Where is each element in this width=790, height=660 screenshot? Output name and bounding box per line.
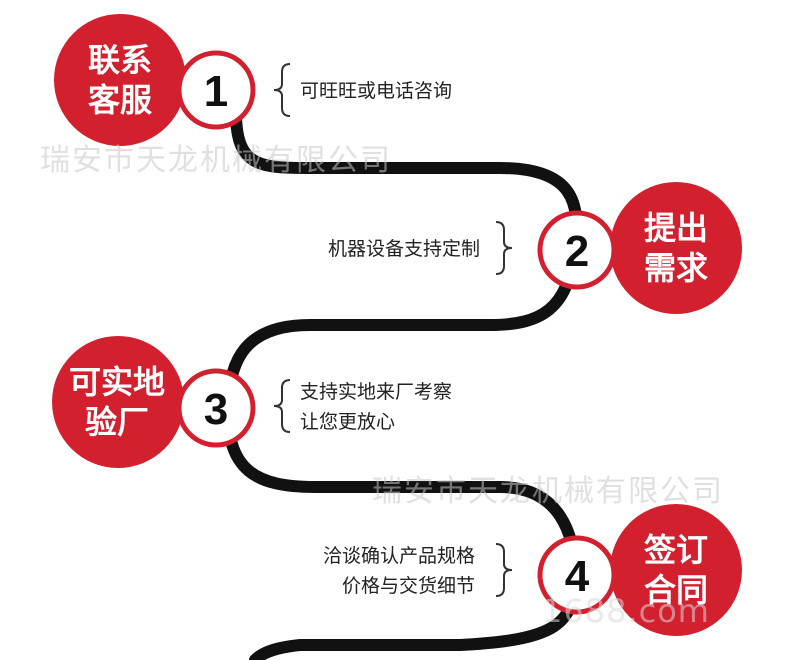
step-4-title-line2: 合同 — [643, 571, 708, 609]
step-3: 3 — [52, 336, 291, 468]
step-4-number: 4 — [565, 552, 590, 601]
step-1: 1 — [54, 14, 291, 146]
step-3-title: 可实地 验厂 — [62, 362, 172, 442]
step-3-desc-line1: 支持实地来厂考察 — [300, 381, 453, 403]
step-4-title: 签订 合同 — [640, 530, 712, 610]
step-2-brace — [495, 221, 513, 275]
step-4-red-badge — [610, 504, 742, 636]
step-2-description: 机器设备支持定制 — [290, 234, 480, 264]
step-3-desc-line2: 让您更放心 — [300, 411, 396, 433]
step-1-description: 可旺旺或电话咨询 — [300, 76, 452, 106]
step-1-brace — [273, 63, 291, 117]
step-2-title-line1: 提出 — [643, 209, 708, 247]
step-3-description: 支持实地来厂考察 让您更放心 — [300, 377, 452, 437]
step-2-desc-line1: 机器设备支持定制 — [327, 238, 480, 260]
step-2-number-circle — [537, 210, 617, 290]
step-1-title-line2: 客服 — [87, 81, 152, 119]
step-1-number-circle — [176, 50, 256, 130]
step-4-number-circle — [537, 535, 617, 615]
step-2-number: 2 — [565, 227, 589, 276]
step-4-title-line1: 签订 — [643, 531, 708, 569]
step-1-number: 1 — [204, 67, 228, 116]
step-1-title-line1: 联系 — [87, 41, 152, 79]
step-2-red-badge — [610, 182, 742, 314]
step-3-brace — [273, 379, 291, 433]
step-4-desc-line2: 价格与交货细节 — [341, 575, 475, 597]
step-2: 2 — [495, 182, 742, 314]
step-2-title-line2: 需求 — [643, 249, 708, 287]
step-4-description: 洽谈确认产品规格 价格与交货细节 — [285, 541, 475, 601]
step-1-title: 联系 客服 — [84, 40, 156, 120]
step-3-title-line2: 验厂 — [84, 403, 149, 441]
step-3-number: 3 — [204, 385, 228, 434]
step-3-red-badge — [52, 336, 184, 468]
step-4: 4 — [495, 504, 742, 636]
step-1-red-badge — [54, 14, 186, 146]
step-2-title: 提出 需求 — [640, 208, 712, 288]
step-3-title-line1: 可实地 — [68, 363, 165, 401]
step-4-desc-line1: 洽谈确认产品规格 — [322, 545, 475, 567]
step-4-brace — [495, 543, 513, 597]
step-3-number-circle — [176, 368, 256, 448]
step-1-desc-line1: 可旺旺或电话咨询 — [300, 80, 453, 102]
